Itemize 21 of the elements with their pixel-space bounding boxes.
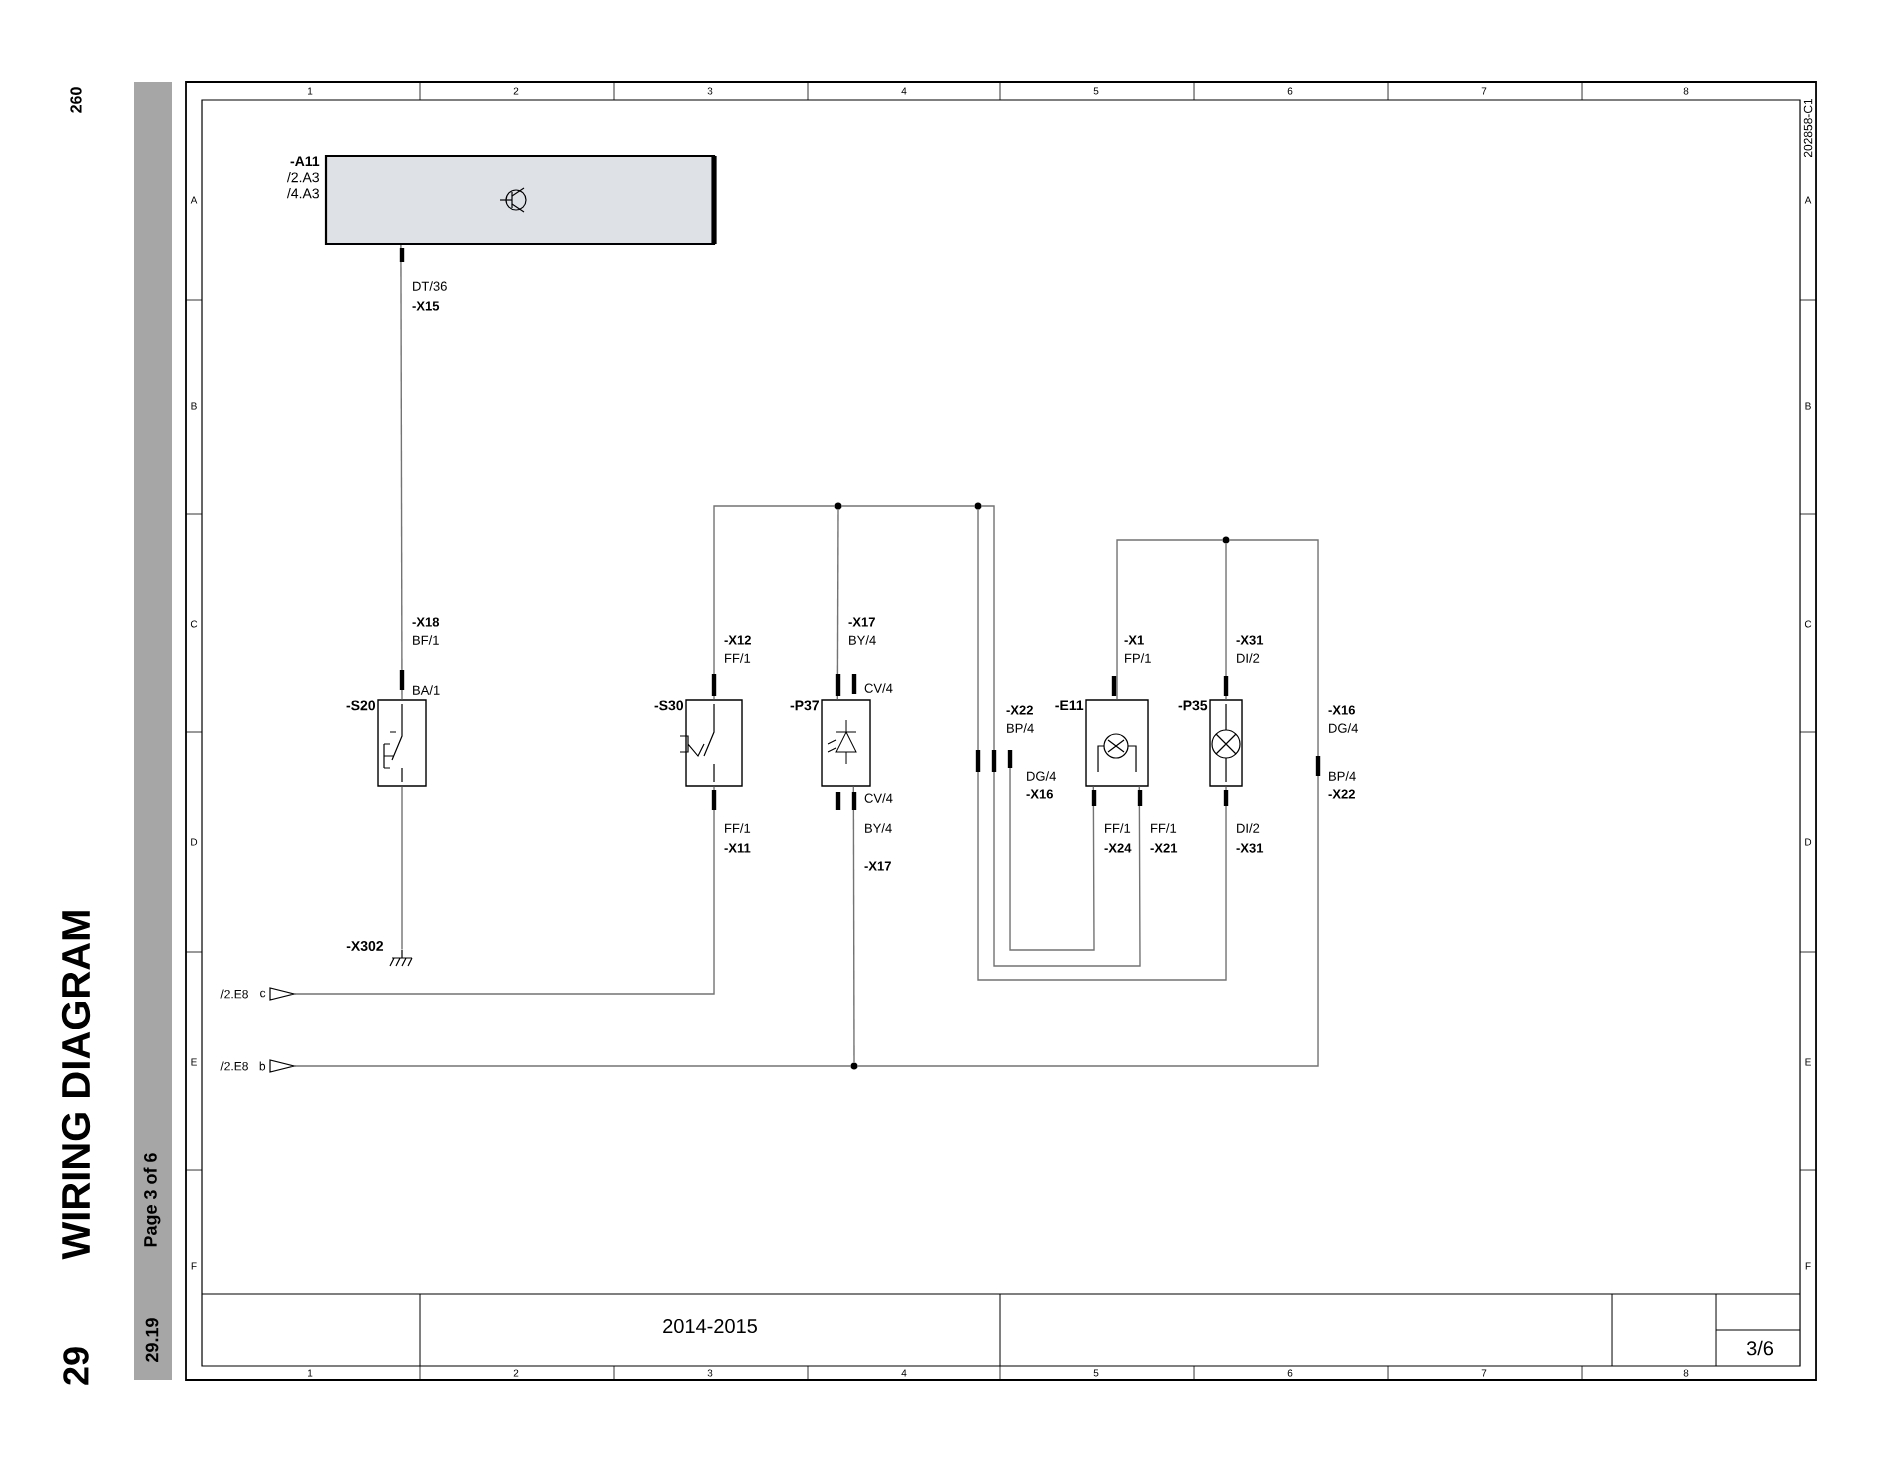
wire	[835, 509, 841, 700]
wire	[399, 244, 405, 700]
section-number: 29.19	[145, 1318, 159, 1362]
wire	[841, 505, 975, 507]
wire	[711, 505, 835, 700]
chapter-number: 29	[63, 1347, 89, 1385]
wire	[401, 786, 403, 951]
wire	[975, 509, 1229, 981]
page-title: WIRING DIAGRAM	[61, 911, 91, 1260]
model-years: 2014-2015	[663, 1318, 757, 1334]
wire	[293, 786, 717, 995]
wire	[293, 1065, 851, 1067]
wire	[1007, 749, 1097, 951]
wire	[981, 505, 1143, 967]
page-caption: Page 3 of 6	[143, 1153, 161, 1247]
wire	[1111, 539, 1223, 700]
wire	[857, 539, 1321, 1067]
wire	[1223, 543, 1229, 700]
sheet-number: 3/6	[1746, 1340, 1774, 1356]
page-number: 260	[70, 87, 82, 113]
wire	[851, 786, 857, 1063]
